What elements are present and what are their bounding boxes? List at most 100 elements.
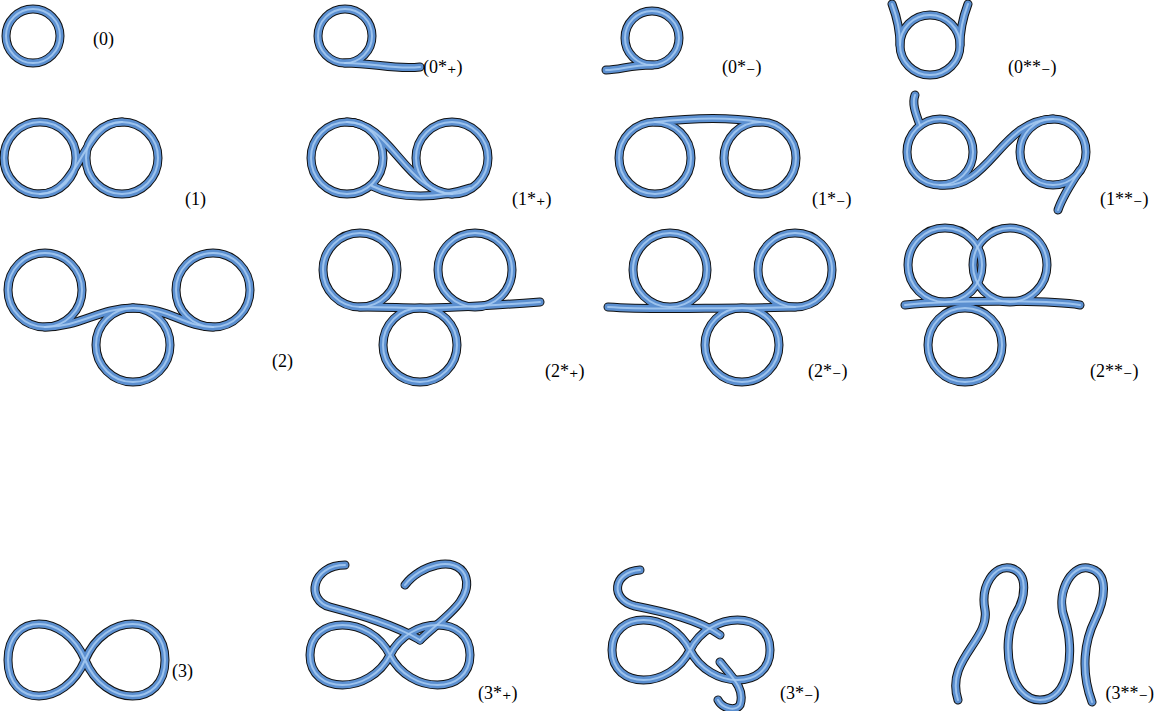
- figure-label: (1**₋): [1100, 190, 1149, 208]
- rod-strand: [4, 122, 76, 194]
- rod-strand: [612, 620, 770, 680]
- rod-strand: [345, 63, 420, 68]
- rod-strand: [940, 119, 1053, 185]
- elastic-rod: [612, 570, 770, 709]
- rod-strand: [318, 9, 372, 63]
- rod-strand: [311, 122, 383, 194]
- rod-strand: [907, 119, 973, 185]
- rod-strand: [619, 122, 691, 194]
- rod-strand: [405, 564, 467, 640]
- rod-strand: [176, 253, 250, 327]
- rod-strand: [318, 9, 372, 63]
- figure-label: (3*₋): [780, 684, 820, 702]
- rod-strand: [619, 122, 691, 194]
- rod-strand: [383, 308, 457, 382]
- rod-strand: [928, 308, 1002, 382]
- rod-strand: [633, 233, 707, 307]
- figure-label: (0): [93, 30, 114, 48]
- rod-strand: [86, 122, 158, 194]
- rod-strand: [311, 122, 383, 194]
- rod-strand: [612, 620, 770, 680]
- rod-strand: [724, 122, 796, 194]
- rod-strand: [86, 122, 158, 194]
- figure-label: (2*₋): [808, 362, 848, 380]
- rod-strand: [416, 122, 488, 194]
- rod-strand: [956, 568, 1104, 702]
- rod-strand: [956, 568, 1104, 702]
- rod-strand: [4, 122, 76, 194]
- elastic-rod: [892, 4, 968, 75]
- figure-label: (3**₋): [1106, 684, 1155, 702]
- rod-strand: [438, 233, 512, 307]
- rod-strand: [347, 122, 452, 194]
- rod-strand: [608, 307, 795, 309]
- rod-strand: [908, 228, 982, 302]
- rod-strand: [96, 308, 170, 382]
- rod-strand: [758, 233, 832, 307]
- rod-strand: [347, 122, 452, 194]
- figure-label: (1*₋): [812, 190, 852, 208]
- rod-strand: [718, 662, 741, 709]
- rod-strand: [345, 63, 420, 68]
- elastic-rod: [8, 253, 250, 382]
- rod-strand: [310, 625, 470, 685]
- elastic-rod: [310, 564, 470, 685]
- rod-strand: [176, 253, 250, 327]
- rod-strand: [383, 308, 457, 382]
- rod-strand: [905, 301, 1080, 305]
- rod-strand: [724, 122, 796, 194]
- rod-strand: [438, 233, 512, 307]
- elastic-rod: [905, 228, 1080, 382]
- rod-strand: [6, 9, 60, 63]
- rod-strand: [633, 233, 707, 307]
- figure-label: (1): [185, 190, 206, 208]
- rod-strand: [8, 624, 165, 696]
- rod-strand: [4, 122, 76, 194]
- figure-label: (2**₋): [1090, 362, 1139, 380]
- elastic-rod: [6, 9, 60, 63]
- rod-strand: [176, 253, 250, 327]
- rod-strand: [8, 253, 82, 327]
- rod-strand: [625, 11, 679, 65]
- rod-strand: [96, 308, 170, 382]
- rod-strand: [900, 15, 960, 75]
- rod-strand: [1058, 170, 1080, 210]
- rod-strand: [323, 233, 397, 307]
- rod-strand: [347, 122, 452, 194]
- rod-strand: [960, 4, 968, 45]
- rod-strand: [655, 118, 760, 122]
- rod-strand: [940, 119, 1053, 185]
- rod-strand: [758, 233, 832, 307]
- rod-strand: [311, 122, 383, 194]
- rod-strand: [360, 302, 540, 308]
- rod-strand: [905, 301, 1080, 305]
- elastic-rod: [907, 95, 1086, 210]
- figure-label: (2*₊): [545, 362, 585, 380]
- rod-strand: [323, 233, 397, 307]
- rod-strand: [618, 570, 720, 635]
- elastic-rod: [323, 233, 540, 382]
- elastic-rod: [606, 11, 679, 70]
- rod-strand: [705, 308, 779, 382]
- rod-strand: [914, 95, 920, 125]
- rod-strand: [892, 4, 900, 45]
- rod-strand: [416, 122, 488, 194]
- figure-label: (0*₊): [423, 58, 463, 76]
- rod-strand: [705, 308, 779, 382]
- elastic-rod: [311, 122, 488, 196]
- rod-strand: [40, 122, 122, 194]
- rod-strand: [960, 4, 968, 45]
- rod-strand: [310, 625, 470, 685]
- rod-strand: [318, 9, 372, 63]
- figure-label: (2): [272, 352, 293, 370]
- rod-strand: [625, 11, 679, 65]
- rod-strand: [973, 228, 1047, 302]
- rod-strand: [40, 122, 122, 194]
- rod-strand: [973, 228, 1047, 302]
- rod-strand: [718, 662, 741, 709]
- rod-strand: [608, 307, 795, 309]
- rod-strand: [133, 308, 213, 327]
- rod-strand: [940, 119, 1053, 185]
- rod-strand: [655, 118, 760, 122]
